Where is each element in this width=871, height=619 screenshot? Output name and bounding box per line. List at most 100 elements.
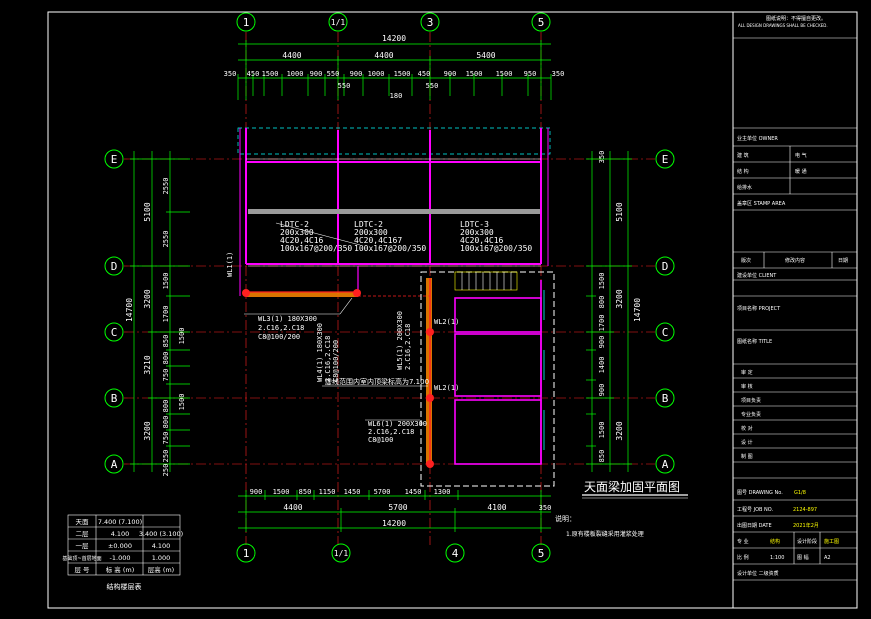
dim-value: 900 — [444, 70, 457, 78]
beam-wl5: WL5(1) 200X300 2.C16,2.C18 — [396, 311, 412, 370]
dim-value: 1450 — [344, 488, 361, 496]
table-header: 标 高 (m) — [106, 565, 135, 574]
dim-value: 950 — [524, 70, 537, 78]
dim-value: 1150 — [319, 488, 336, 496]
tb-stage: 施工图 — [824, 538, 839, 545]
dim-value: 4400 — [283, 503, 302, 512]
dim-value: 900 — [350, 70, 363, 78]
beam-label: WL2(1) — [434, 384, 459, 392]
beam-label: WL2(1) — [434, 318, 459, 326]
dim-value: 1700 — [162, 306, 170, 323]
drawing-title: 天面梁加固平面图 — [584, 479, 680, 494]
dimension-top — [237, 40, 552, 100]
axis-label: 1 — [243, 16, 250, 29]
dim-value: 800 — [162, 416, 170, 429]
table-caption: 结构楼层表 — [107, 582, 142, 591]
tb-owner: 业主单位 OWNER — [737, 135, 778, 142]
axis-label: 4 — [452, 547, 459, 560]
dim-value: 800 — [162, 352, 170, 365]
axis-label: D — [662, 260, 669, 273]
beam-label: WL1(1) — [226, 252, 234, 277]
dim-left-fine: 2550 2550 1500 1700 850 1500 800 750 800… — [162, 178, 186, 477]
tb-sign: 专业负责 — [741, 411, 761, 418]
tb-scale: 1:100 — [770, 555, 784, 561]
level-elev: 4.100 — [111, 530, 130, 538]
column-node — [353, 289, 361, 297]
dim-top-extra: 550 — [338, 82, 351, 90]
beam-label: 200x300 — [280, 228, 314, 237]
dim-value: 800 — [598, 296, 606, 309]
dim-value: 450 — [247, 70, 260, 78]
tb-date-label: 出图日期 DATE — [737, 522, 772, 529]
dim-value: 1500 — [178, 328, 186, 345]
beam-label: 4C20,4C16 — [280, 236, 324, 245]
axis-bubble: 1/1 — [328, 12, 348, 32]
axis-label: 1 — [243, 547, 250, 560]
title-block-text: 图纸说明：不得擅自更改。 ALL DESIGN DRAWINGS SHALL B… — [737, 15, 848, 577]
dim-value: 350 — [598, 151, 606, 164]
beam-wl2b: WL2(1) — [434, 384, 459, 392]
dim-value: 1700 — [598, 315, 606, 332]
dim-value: 5100 — [615, 202, 624, 221]
dim-value: 900 — [250, 488, 263, 496]
dim-value: 5700 — [388, 503, 407, 512]
tb-paper-label: 图 幅 — [797, 554, 809, 561]
axis-label: C — [111, 326, 118, 339]
level-name: 天面 — [76, 518, 90, 526]
tb-firm: 设计单位 二级资质 — [737, 570, 779, 577]
tb-paper: A2 — [824, 555, 831, 561]
beam-label: 2.C16,2.C18 — [404, 324, 412, 370]
dim-value: 3200 — [143, 421, 152, 440]
dim-left-mid: 5100 3200 3210 3200 — [143, 202, 152, 440]
axis-bubble: A — [104, 454, 124, 474]
dim-value: 750 — [162, 369, 170, 382]
tb-stamp: 盖章区 STAMP AREA — [737, 200, 786, 207]
dim-value: 1500 — [466, 70, 483, 78]
beam-label: C8@100 — [368, 436, 393, 444]
tb-rev-header: 修改内容 — [785, 257, 805, 264]
dim-value: 5100 — [143, 202, 152, 221]
tb-sign: 审 定 — [741, 369, 753, 376]
beam-wl2a: WL2(1) — [434, 318, 459, 326]
dim-value: 1500 — [273, 488, 290, 496]
dim-value: 1500 — [394, 70, 411, 78]
dim-value: 900 — [598, 384, 606, 397]
tb-sign: 制 图 — [741, 453, 753, 460]
beam-label: WL6(1) 200X300 — [368, 420, 427, 428]
axis-bubble: D — [655, 256, 675, 276]
beam-label: 4C20,4C167 — [354, 236, 402, 245]
notes-title: 说明： — [555, 514, 576, 523]
tb-discipline-value: 结构 — [770, 538, 780, 545]
beam-label: C8@100/200 — [258, 333, 300, 341]
tb-drawing-no-label: 图号 DRAWING No. — [737, 490, 783, 496]
axis-label: A — [111, 458, 118, 471]
axis-bubble: A — [655, 454, 675, 474]
axis-bubble: C — [655, 322, 675, 342]
dim-value: 1000 — [368, 70, 385, 78]
upper-rooms — [237, 127, 551, 296]
tb-discipline: 电 气 — [795, 152, 807, 159]
beam-label: WL4(1) 180X300 — [316, 323, 324, 382]
tb-sign: 审 核 — [741, 383, 753, 390]
stair — [454, 271, 518, 291]
axis-bubbles-bottom: 1 1/1 4 5 — [236, 543, 551, 563]
tb-note: ALL DESIGN DRAWINGS SHALL BE CHECKED. — [738, 23, 828, 28]
dim-value: 4100 — [487, 503, 506, 512]
beam-ldtc-2: LDTC-2 200x300 4C20,4C167 100x167@200/35… — [354, 220, 426, 253]
axis-lines — [124, 32, 655, 545]
dim-value: 1500 — [598, 273, 606, 290]
beam-label: 200x300 — [354, 228, 388, 237]
tb-stage-label: 设计阶段 — [797, 538, 817, 545]
column-node — [426, 328, 434, 336]
tb-sign: 校 对 — [741, 425, 753, 432]
tb-job-label: 工程号 JOB NO. — [737, 506, 773, 513]
axis-label: 3 — [427, 16, 434, 29]
tb-title: 图纸名称 TITLE — [737, 338, 772, 345]
dim-bottom-total: 14200 — [382, 519, 406, 528]
axis-bubble: 1 — [236, 12, 256, 32]
axis-label: 1/1 — [334, 549, 349, 558]
axis-label: 5 — [538, 16, 545, 29]
tb-drawing-no: G1/8 — [794, 490, 806, 496]
drawing-title-block: 天面梁加固平面图 — [582, 479, 688, 499]
